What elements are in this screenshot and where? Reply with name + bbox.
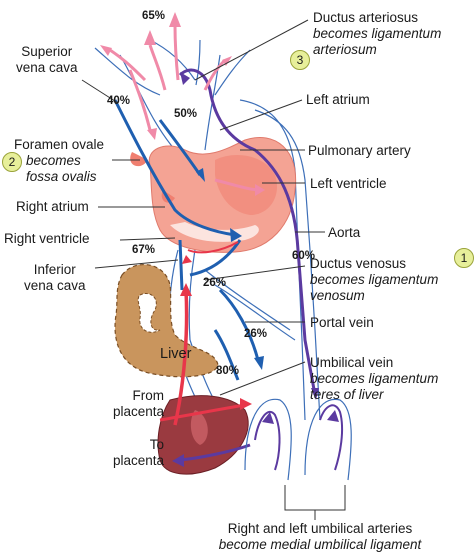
- right-atrium-label: Right atrium: [16, 199, 89, 214]
- percent-top: 65%: [142, 10, 166, 22]
- percent-aorta: 60%: [292, 250, 316, 262]
- placenta-inner: [190, 410, 208, 445]
- ductus-arteriosus-label: Ductus arteriosus becomes ligamentum art…: [313, 10, 442, 57]
- from-placenta-label: From placenta: [113, 388, 165, 419]
- pink-flows: [109, 24, 261, 192]
- percent-portal: 26%: [244, 328, 268, 340]
- percent-uv: 80%: [216, 365, 240, 377]
- inferior-vena-cava-label: Inferior vena cava: [24, 262, 86, 293]
- percent-dv: 26%: [203, 277, 227, 289]
- umbilical-arteries-label: Right and left umbilical arteries become…: [218, 521, 422, 552]
- umbilical-bracket: [284, 485, 346, 511]
- foramen-ovale-becomes: becomes fossa ovalis: [26, 153, 97, 184]
- aorta-label: Aorta: [328, 225, 361, 240]
- foramen-ovale-shape: [130, 152, 148, 167]
- to-placenta-label: To placenta: [113, 437, 165, 468]
- umbilical-arteries: [254, 404, 344, 471]
- ivc-arrowhead: [182, 255, 192, 264]
- liver-shape: [114, 264, 219, 378]
- to-placenta-arrowhead: [172, 454, 184, 467]
- ductus-arrowhead: [180, 72, 190, 85]
- ivc-red-flow: [187, 241, 239, 254]
- badge-three: 3: [290, 50, 310, 70]
- umbilical-arrowheads: [262, 410, 339, 424]
- leader-lines: [81, 19, 325, 396]
- portal-vein-label: Portal vein: [310, 315, 374, 330]
- uv-arrowhead: [180, 283, 192, 296]
- badge-two: 2: [2, 152, 22, 172]
- percent-pa: 50%: [174, 108, 198, 120]
- blue-arrowheads: [196, 168, 264, 370]
- liver-notch: [137, 293, 161, 333]
- ductus-venosus-label: Ductus venosus becomes ligamentum venosu…: [310, 256, 439, 303]
- pink-arrowheads: [100, 12, 265, 196]
- percent-svc: 40%: [107, 95, 131, 107]
- liver-label: Liver: [160, 346, 192, 362]
- foramen-ovale-label: Foramen ovale: [14, 137, 105, 152]
- umbilical-vein-flow: [173, 289, 189, 426]
- umbilical-outlines: [244, 398, 352, 481]
- blue-flows: [113, 99, 260, 381]
- pulmonary-artery-label: Pulmonary artery: [308, 143, 411, 158]
- percent-ivc: 67%: [132, 244, 156, 256]
- right-ventricle-label: Right ventricle: [4, 231, 90, 246]
- from-placenta-flow: [159, 403, 246, 422]
- umbilical-vein-label: Umbilical vein becomes ligamentum teres …: [310, 355, 439, 402]
- aorta-flow-line: [178, 68, 317, 396]
- from-placenta-arrowhead: [240, 398, 252, 410]
- left-atrium-label: Left atrium: [306, 92, 370, 107]
- aorta-arrowhead: [311, 388, 319, 400]
- badge-one: 1: [454, 248, 474, 268]
- to-placenta-flow: [179, 443, 251, 462]
- left-ventricle-label: Left ventricle: [310, 176, 387, 191]
- superior-vena-cava-label: Superior vena cava: [16, 44, 78, 75]
- left-ventricle-cavity: [215, 155, 278, 215]
